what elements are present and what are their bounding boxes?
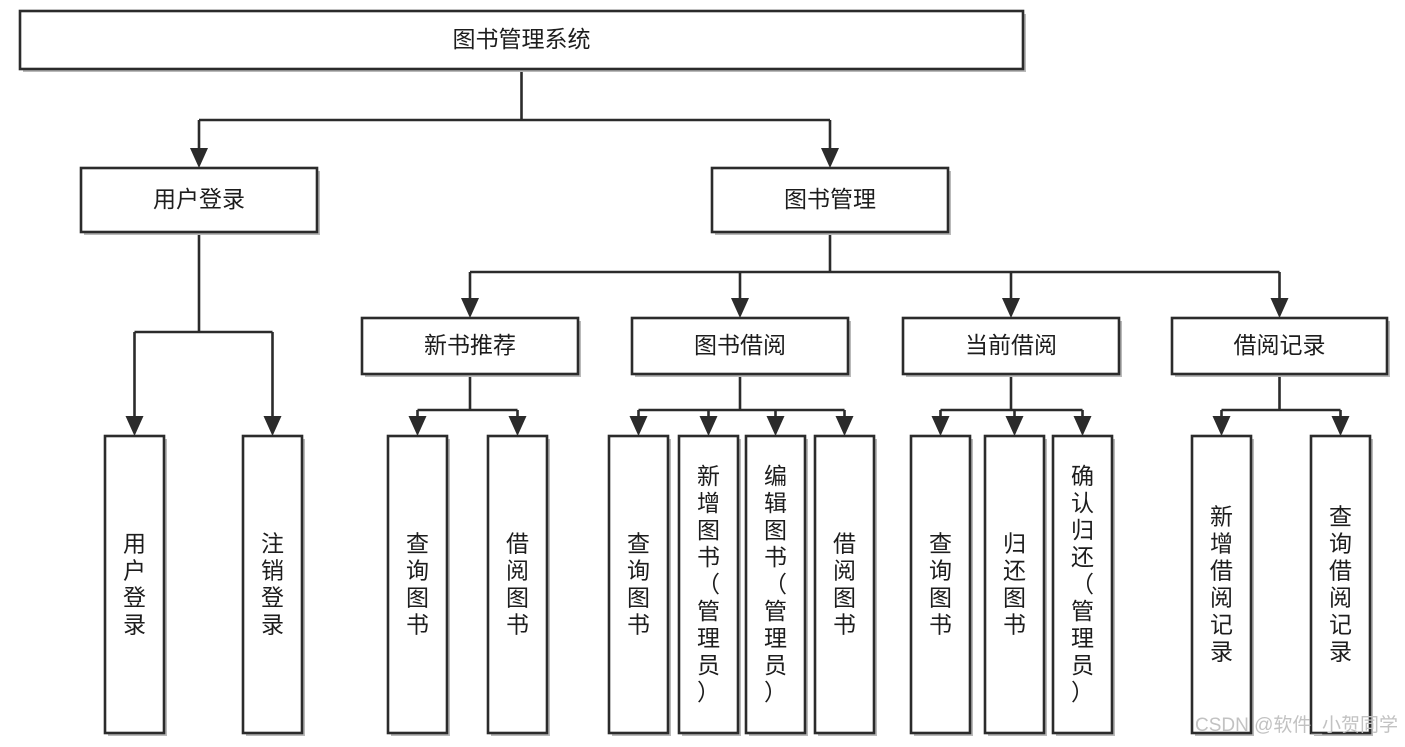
node-leaf-add-book-admin[interactable]: 新增图书（管理员） [677,434,741,736]
node-label: 查询借阅记录 [1329,504,1352,665]
arrow-head-icon [1331,416,1350,436]
node-label: 图书管理 [784,186,876,212]
node-leaf-query-book-borrow[interactable]: 查询图书 [607,434,671,736]
node-borrow-record[interactable]: 借阅记录 [1170,316,1390,377]
node-label: 查询图书 [929,531,952,638]
node-leaf-return-book[interactable]: 归还图书 [983,434,1047,736]
arrow-head-icon [629,416,648,436]
arrow-head-icon [766,416,785,436]
node-box [630,316,850,376]
node-box [360,316,580,376]
node-box [1051,434,1114,735]
node-leaf-query-book-recommend[interactable]: 查询图书 [386,434,450,736]
node-box [1170,316,1389,376]
node-new-book-recommend[interactable]: 新书推荐 [360,316,581,377]
node-leaf-add-borrow-record[interactable]: 新增借阅记录 [1190,434,1254,736]
arrow-head-icon [731,298,749,318]
arrow-head-icon [461,298,479,318]
node-box [79,166,319,234]
arrow-head-icon [931,416,950,436]
arrow-head-icon [1005,416,1024,436]
arrow-head-icon [125,416,144,436]
node-label: 当前借阅 [965,332,1057,358]
node-box [744,434,807,735]
connector-layer [125,69,1350,436]
node-label: 图书借阅 [694,332,786,358]
arrow-head-icon [1270,298,1289,318]
node-box [677,434,740,735]
node-label: 确认归还（管理员） [1071,463,1094,705]
node-book-borrow[interactable]: 图书借阅 [630,316,851,377]
node-leaf-query-borrow-record[interactable]: 查询借阅记录 [1309,434,1373,736]
arrow-head-icon [1073,416,1092,436]
node-label: 查询图书 [627,531,650,638]
node-label: 借阅记录 [1234,332,1326,358]
node-label: 借阅图书 [506,531,529,638]
node-leaf-confirm-return-admin[interactable]: 确认归还（管理员） [1051,434,1115,736]
node-book-manage[interactable]: 图书管理 [710,166,951,235]
node-box [983,434,1046,735]
csdn-watermark: CSDN @软件_小贺同学 [1195,714,1398,736]
node-box [813,434,876,735]
node-box [103,434,166,735]
node-label: 查询图书 [406,531,429,638]
node-label: 新增图书（管理员） [697,463,720,705]
node-label: 用户登录 [153,186,245,212]
node-box [901,316,1121,376]
node-box [241,434,304,735]
arrow-head-icon [1002,298,1020,318]
node-leaf-borrow-book-recommend[interactable]: 借阅图书 [486,434,550,736]
arrow-head-icon [699,416,718,436]
node-leaf-logout-login[interactable]: 注销登录 [241,434,305,736]
node-box [1190,434,1253,735]
node-box [18,9,1025,71]
node-box [710,166,950,234]
node-box [486,434,549,735]
node-box [1309,434,1372,735]
arrow-head-icon [821,148,839,168]
node-leaf-query-book-current[interactable]: 查询图书 [909,434,973,736]
arrow-head-icon [408,416,427,436]
node-label: 归还图书 [1003,531,1026,638]
node-layer: 图书管理系统用户登录图书管理新书推荐图书借阅当前借阅借阅记录用户登录注销登录查询… [18,9,1390,736]
node-current-borrow[interactable]: 当前借阅 [901,316,1122,377]
node-label: 注销登录 [261,531,284,638]
node-label: 图书管理系统 [453,26,591,52]
node-label: 用户登录 [123,531,146,638]
node-leaf-user-login[interactable]: 用户登录 [103,434,167,736]
node-leaf-borrow-book[interactable]: 借阅图书 [813,434,877,736]
node-box [909,434,972,735]
node-box [607,434,670,735]
node-label: 借阅图书 [833,531,856,638]
node-label: 新增借阅记录 [1210,504,1233,665]
node-user-login[interactable]: 用户登录 [79,166,320,235]
node-box [386,434,449,735]
node-leaf-edit-book-admin[interactable]: 编辑图书（管理员） [744,434,808,736]
arrow-head-icon [1212,416,1231,436]
arrow-head-icon [508,416,527,436]
arrow-head-icon [190,148,208,168]
node-label: 新书推荐 [424,332,516,358]
node-root[interactable]: 图书管理系统 [18,9,1026,72]
node-label: 编辑图书（管理员） [764,463,787,705]
arrow-head-icon [263,416,282,436]
arrow-head-icon [835,416,854,436]
